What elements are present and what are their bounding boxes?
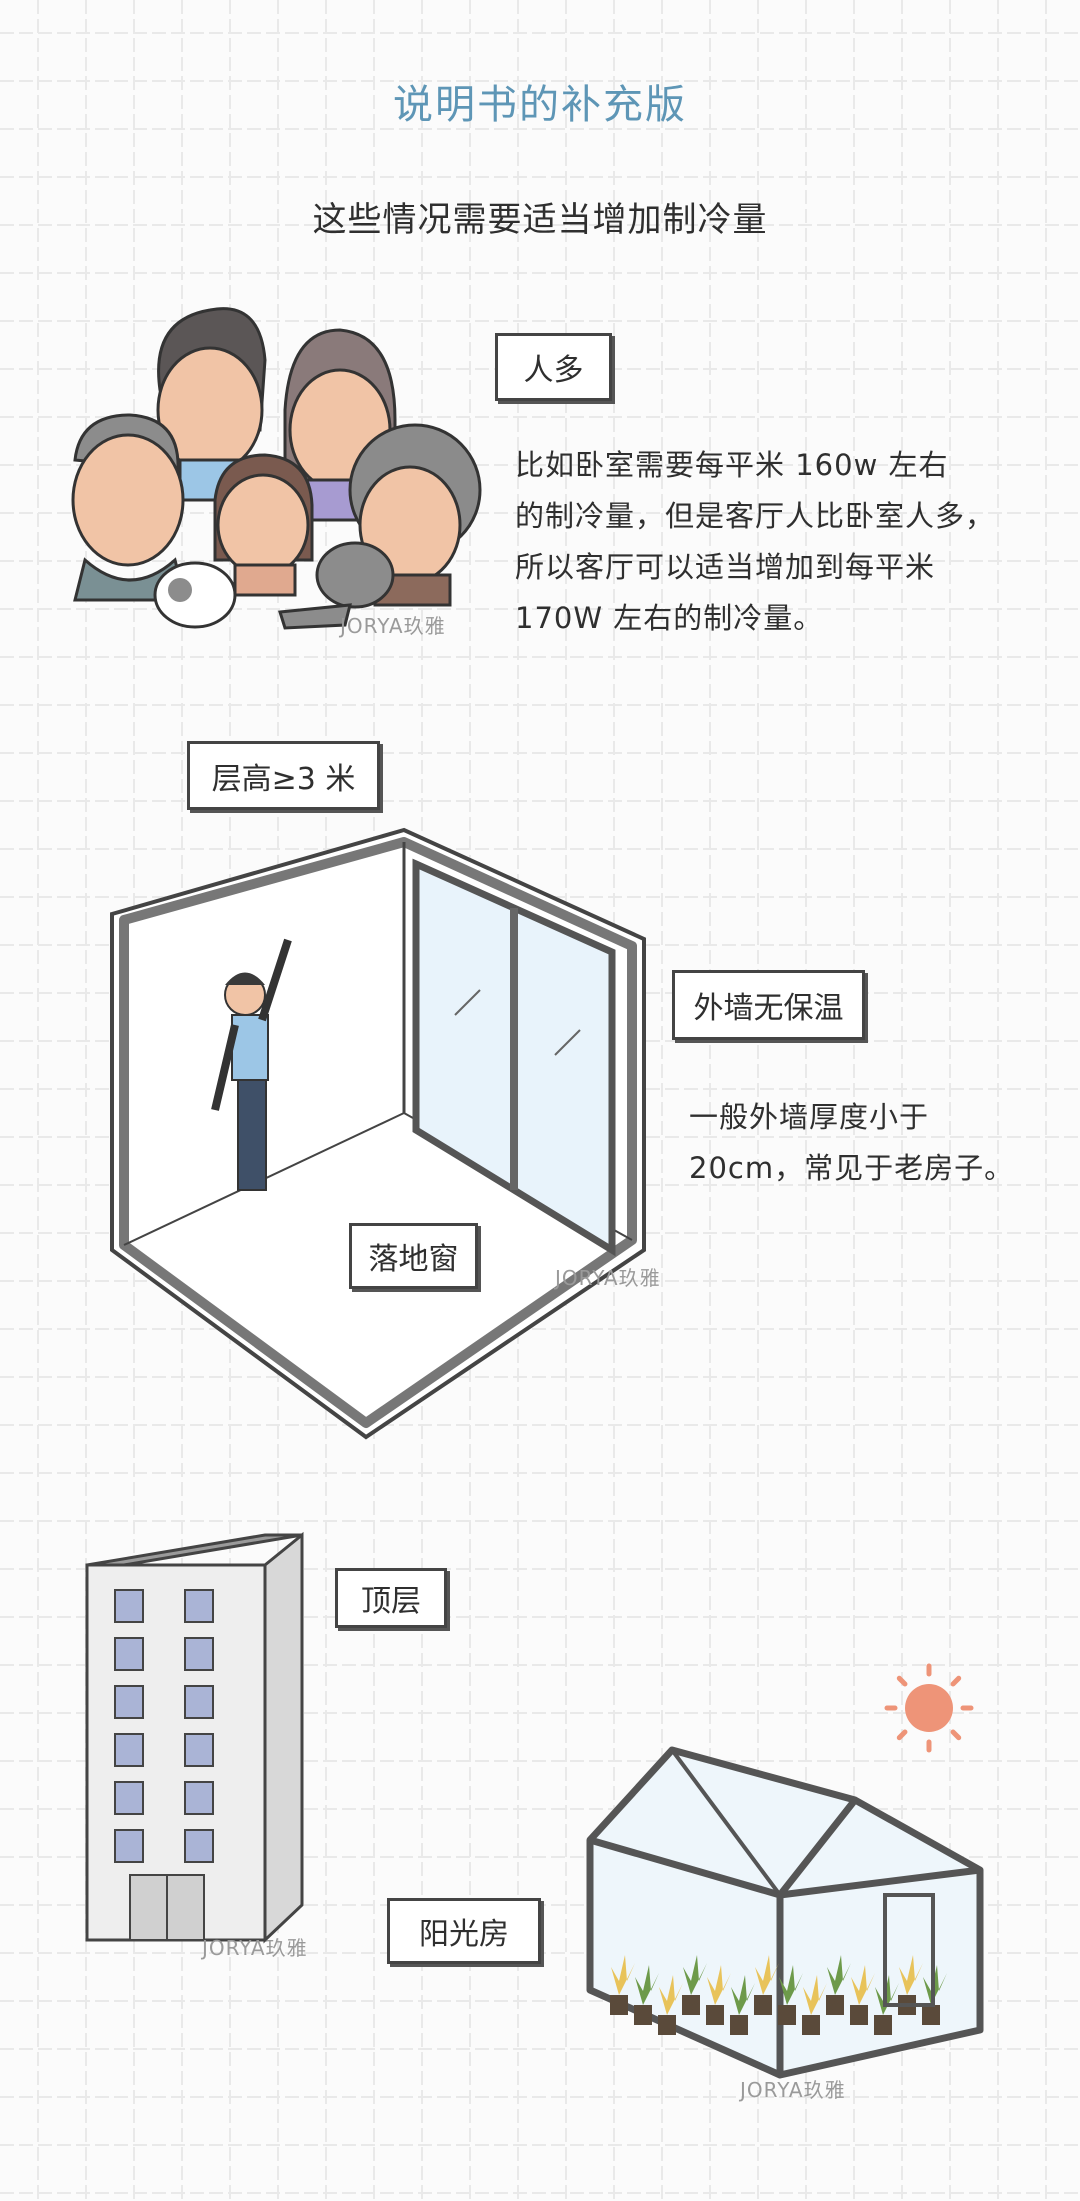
page-title: 说明书的补充版 [393, 82, 687, 128]
building-window [184, 1781, 214, 1815]
speech-bubble-ceiling-height: 层高≥3 米 [187, 741, 380, 810]
plant-leaves [803, 1975, 827, 2015]
watermark: JORYA玖雅 [555, 1266, 661, 1290]
paragraph-line: 比如卧室需要每平米 160w 左右 [515, 448, 949, 482]
bubble-text: 外墙无保温 [693, 991, 844, 1026]
building-window [114, 1781, 144, 1815]
plant-pot [730, 2015, 748, 2035]
paragraph-line: 所以客厅可以适当增加到每平米 [515, 550, 936, 584]
plant-pot [634, 2005, 652, 2025]
paragraph-line: 170W 左右的制冷量。 [515, 601, 824, 635]
building-window [114, 1733, 144, 1767]
building-window [184, 1589, 214, 1623]
plant-pot [874, 2015, 892, 2035]
bubble-text: 阳光房 [419, 1917, 509, 1952]
room-illustration [110, 827, 646, 1440]
plant-leaves [683, 1955, 707, 1995]
sun-ray [896, 1675, 908, 1687]
building-window [184, 1685, 214, 1719]
plant-pot [850, 2005, 868, 2025]
plant-pot [658, 2015, 676, 2035]
bubble-text: 层高≥3 米 [211, 761, 356, 797]
plant-pot [706, 2005, 724, 2025]
building-window [114, 1637, 144, 1671]
sun-ray [950, 1675, 962, 1687]
building-window [114, 1589, 144, 1623]
building-window [184, 1637, 214, 1671]
speech-bubble-top-floor: 顶层 [335, 1568, 447, 1628]
plant-leaves [731, 1975, 755, 2015]
plant-leaves [707, 1965, 731, 2005]
building-window [114, 1829, 144, 1863]
plant-leaves [779, 1965, 803, 2005]
building-illustration [85, 1531, 304, 1944]
speech-bubble-many-people: 人多 [495, 333, 612, 401]
plant-pot [826, 1995, 844, 2015]
wall-note: 一般外墙厚度小于 20cm，常见于老房子。 [689, 1092, 1014, 1194]
paragraph-line: 的制冷量，但是客厅人比卧室人多， [515, 499, 996, 533]
plant-pot [610, 1995, 628, 2015]
plant-leaves [851, 1965, 875, 2005]
sun-icon [884, 1663, 974, 1753]
plant-leaves [827, 1955, 851, 1995]
people-paragraph: 比如卧室需要每平米 160w 左右 的制冷量，但是客厅人比卧室人多， 所以客厅可… [515, 440, 995, 644]
section-heading: 这些情况需要适当增加制冷量 [312, 200, 768, 240]
building-window [114, 1685, 144, 1719]
note-line: 20cm，常见于老房子。 [689, 1151, 1015, 1185]
plant-pot [682, 1995, 700, 2015]
bubble-text: 顶层 [361, 1584, 421, 1619]
family-illustration [71, 307, 482, 630]
watermark: JORYA玖雅 [340, 614, 446, 638]
speech-bubble-exterior-wall: 外墙无保温 [672, 970, 865, 1040]
plant-leaves [611, 1955, 635, 1995]
bubble-text: 人多 [523, 353, 584, 388]
plant-leaves [635, 1965, 659, 2005]
plant-pot [778, 2005, 796, 2025]
plant-pot [922, 2005, 940, 2025]
watermark: JORYA玖雅 [202, 1936, 308, 1960]
note-line: 一般外墙厚度小于 [689, 1100, 930, 1134]
plant-pot [802, 2015, 820, 2035]
speech-bubble-sunroom: 阳光房 [387, 1898, 541, 1964]
building-window [184, 1829, 214, 1863]
sunroom-illustration [586, 1746, 984, 2079]
plant-pot [754, 1995, 772, 2015]
bubble-text: 落地窗 [368, 1242, 459, 1277]
building-window [184, 1733, 214, 1767]
plant-leaves [755, 1955, 779, 1995]
speech-bubble-floor-window: 落地窗 [349, 1223, 478, 1289]
plant-leaves [659, 1975, 683, 2015]
sun-ray [896, 1729, 908, 1741]
plant-leaves [899, 1955, 923, 1995]
watermark: JORYA玖雅 [740, 2078, 846, 2102]
sun-ray [950, 1729, 962, 1741]
